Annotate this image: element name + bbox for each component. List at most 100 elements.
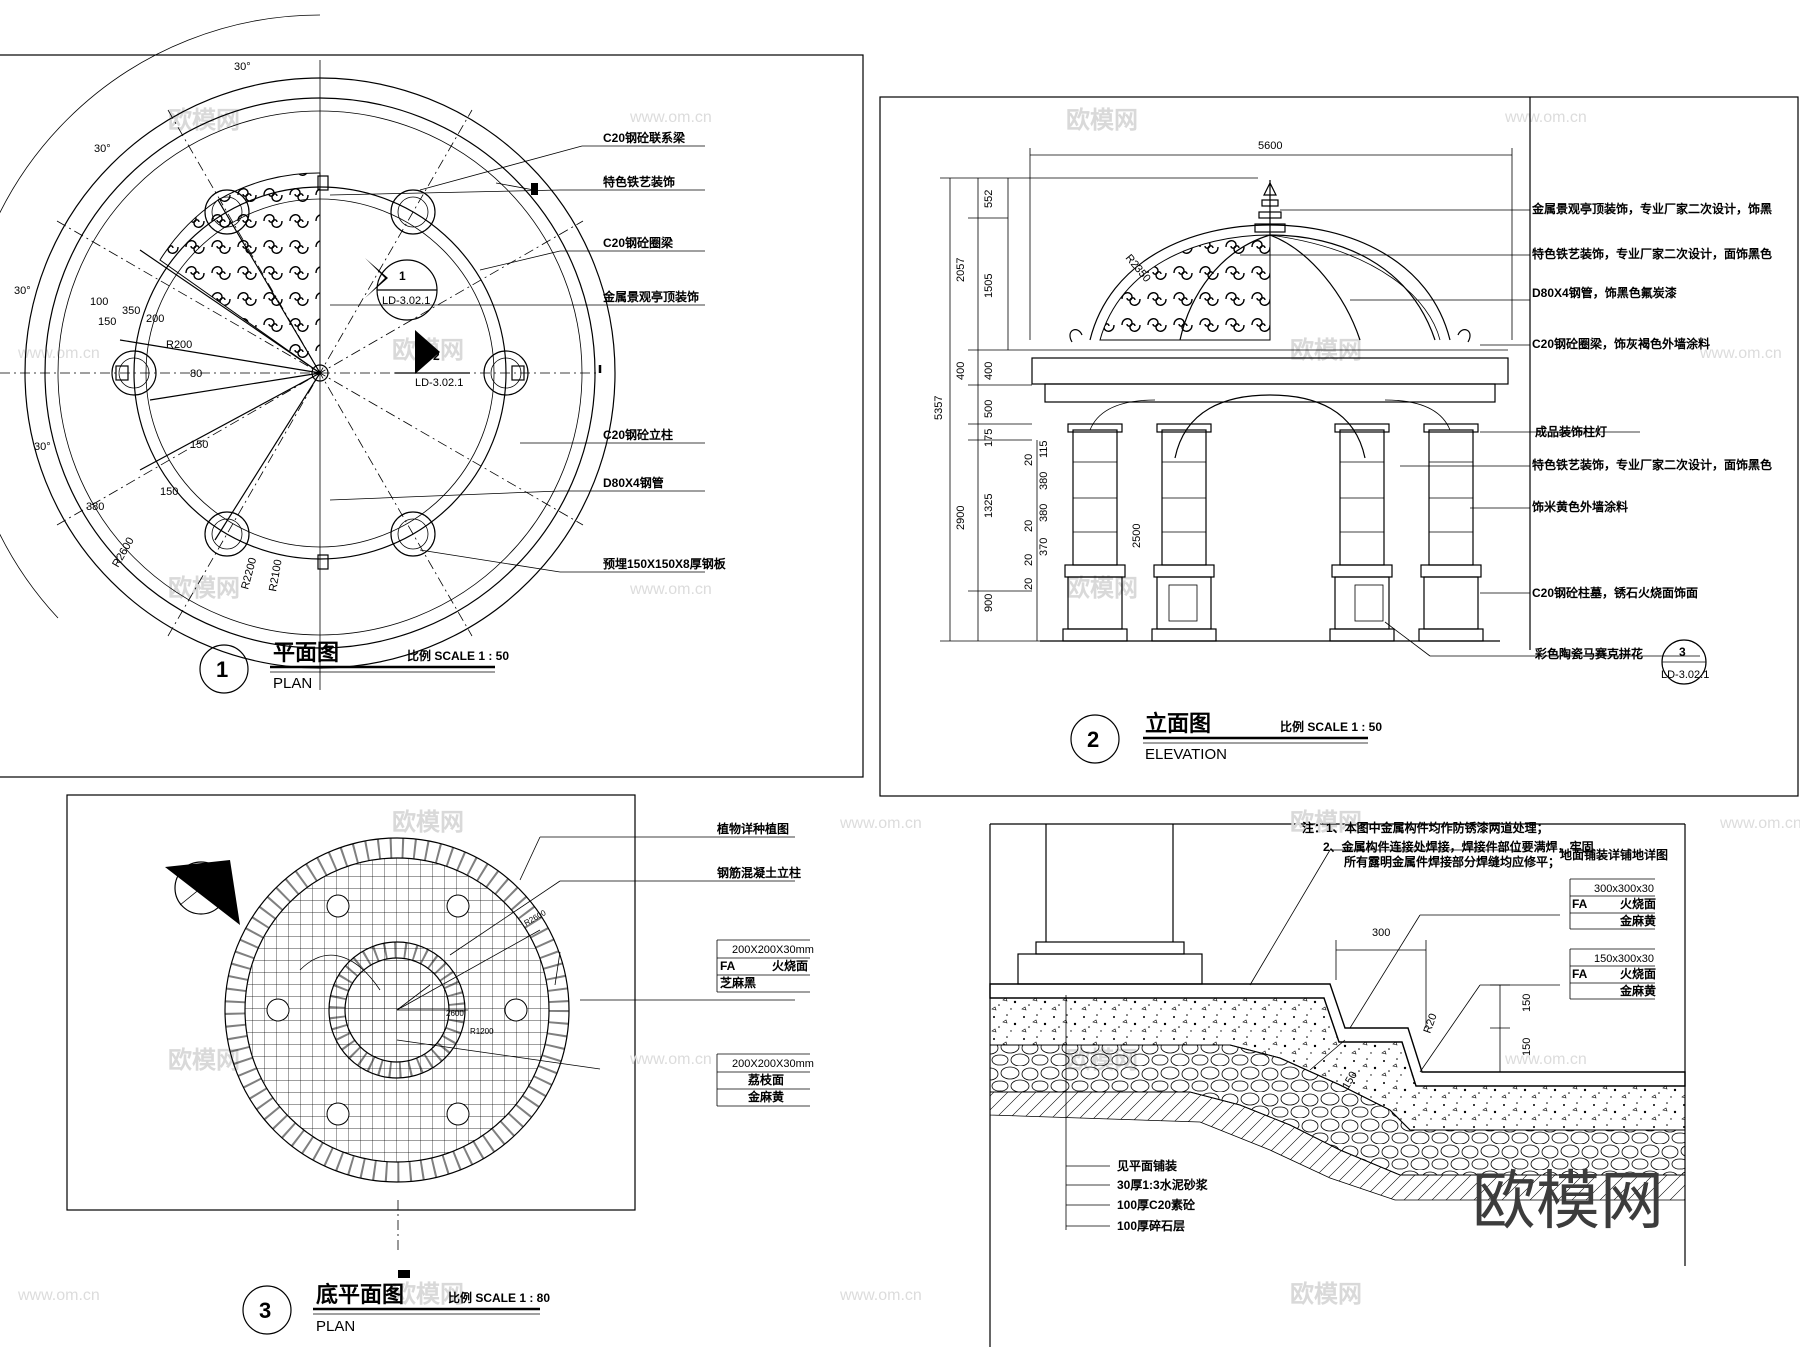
elev-label-4: C20钢砼圈梁，饰灰褐色外墙涂料 [1532,336,1710,351]
svg-text:欧模网: 欧模网 [168,106,240,134]
svg-text:150x300x30: 150x300x30 [1594,953,1654,965]
svg-text:www.om.cn: www.om.cn [839,815,922,832]
elevation-callout: 3 LD-3.02.1 [1661,639,1709,685]
svg-text:175: 175 [983,429,995,447]
svg-text:www.om.cn: www.om.cn [1504,109,1587,126]
svg-text:30°: 30° [234,61,251,73]
svg-text:LD-3.02.1: LD-3.02.1 [1661,669,1709,681]
svg-text:FA: FA [1572,967,1588,981]
svg-text:150: 150 [190,439,208,451]
base-plan-drawing [165,837,601,1278]
svg-text:比例 SCALE 1 : 80: 比例 SCALE 1 : 80 [448,1290,550,1305]
svg-text:www.om.cn: www.om.cn [17,1287,100,1304]
detail-notes: 注：1、本图中金属构件均作防锈漆两道处理； 2、金属构件连接处焊接，焊接件部位要… [1302,820,1668,869]
svg-text:1325: 1325 [983,494,995,518]
svg-text:欧模网: 欧模网 [392,1280,464,1308]
svg-text:ELEVATION: ELEVATION [1145,746,1227,763]
svg-text:PLAN: PLAN [316,1318,355,1335]
svg-text:3: 3 [1679,645,1686,659]
svg-text:150: 150 [1521,994,1533,1012]
svg-text:www.om.cn: www.om.cn [629,109,712,126]
svg-text:www.om.cn: www.om.cn [629,1051,712,1068]
elevation-drawing [940,97,1531,650]
plan-frame [0,54,864,778]
detail-material-box-1: 300x300x30 FA 火烧面 金麻黄 [1569,878,1656,930]
svg-text:100厚C20素砼: 100厚C20素砼 [1117,1197,1196,1212]
svg-text:欧模网: 欧模网 [392,808,464,836]
svg-text:150: 150 [160,486,178,498]
svg-text:金麻黄: 金麻黄 [747,1089,784,1104]
svg-text:FA: FA [720,959,736,973]
plan-label-1: C20钢砼联系梁 [603,130,685,145]
brand-watermark: 欧模网 [1472,1165,1664,1239]
svg-text:R1200: R1200 [470,1027,494,1036]
svg-text:金麻黄: 金麻黄 [1619,983,1656,998]
svg-text:立面图: 立面图 [1145,711,1211,736]
base-material-box-1: 200X200X30mm FA 火烧面 芝麻黑 [716,939,814,993]
svg-text:200X200X30mm: 200X200X30mm [732,944,814,956]
svg-text:350: 350 [122,305,140,317]
svg-text:R2200: R2200 [239,556,259,590]
svg-text:2500: 2500 [1131,524,1143,548]
elevation-frame [879,96,1799,797]
svg-text:比例 SCALE 1 : 50: 比例 SCALE 1 : 50 [1280,719,1382,734]
elev-label-2: 特色铁艺装饰，专业厂家二次设计，面饰黑色 [1532,246,1772,261]
svg-text:380: 380 [1038,472,1050,490]
svg-text:150: 150 [1521,1038,1533,1056]
svg-text:火烧面: 火烧面 [772,958,808,973]
svg-text:200: 200 [146,313,164,325]
svg-text:552: 552 [983,190,995,208]
svg-text:欧模网: 欧模网 [168,1046,240,1074]
elevation-dims: 5600 R2350 552 1505 2057 400 400 500 175… [933,140,1282,612]
svg-text:注：1、本图中金属构件均作防锈漆两道处理；: 注：1、本图中金属构件均作防锈漆两道处理； [1302,820,1549,835]
svg-text:R2100: R2100 [267,559,284,593]
svg-text:www.om.cn: www.om.cn [629,581,712,598]
svg-text:30厚1:3水泥砂浆: 30厚1:3水泥砂浆 [1117,1177,1209,1192]
plan-label-3: C20钢砼圈梁 [603,235,673,250]
elev-label-9: 彩色陶瓷马赛克拼花 [1534,646,1643,661]
detail-drawing [989,824,1686,1230]
svg-text:500: 500 [983,400,995,418]
plan-title: 1 平面图 PLAN 比例 SCALE 1 : 50 [199,640,509,694]
plan-label-5: C20钢砼立柱 [603,427,673,442]
svg-text:20: 20 [1023,578,1035,590]
svg-text:300: 300 [1372,927,1390,939]
svg-text:FA: FA [1572,897,1588,911]
svg-text:www.om.cn: www.om.cn [839,1287,922,1304]
svg-text:见平面铺装: 见平面铺装 [1117,1158,1177,1173]
svg-text:100厚碎石层: 100厚碎石层 [1117,1218,1185,1233]
svg-text:欧模网: 欧模网 [168,574,240,602]
svg-text:20: 20 [1023,520,1035,532]
svg-text:20: 20 [1023,454,1035,466]
detail-layers: 见平面铺装 30厚1:3水泥砂浆 100厚C20素砼 100厚碎石层 [1117,1158,1209,1233]
svg-text:100: 100 [90,296,108,308]
elevation-leaders [1240,209,1700,657]
svg-text:R2600: R2600 [523,908,548,928]
elev-label-6: 特色铁艺装饰，专业厂家二次设计，面饰黑色 [1532,457,1772,472]
detail-material-box-2: 150x300x30 FA 火烧面 金麻黄 [1569,948,1656,1000]
svg-text:欧模网: 欧模网 [1066,106,1138,134]
base-plan-frame [66,794,636,1211]
svg-text:欧模网: 欧模网 [1290,1280,1362,1308]
plan-label-6: D80X4钢管 [603,475,664,490]
svg-text:30°: 30° [94,143,111,155]
svg-text:火烧面: 火烧面 [1620,966,1656,981]
svg-text:地面铺装详铺地详图: 地面铺装详铺地详图 [1560,847,1668,862]
svg-text:150: 150 [98,316,116,328]
svg-text:5600: 5600 [1258,140,1282,152]
plan-section-1-num: 1 [399,269,406,283]
svg-text:底平面图: 底平面图 [316,1282,404,1307]
elev-label-7: 饰米黄色外墙涂料 [1532,499,1628,514]
svg-text:2900: 2900 [955,506,967,530]
svg-text:1505: 1505 [983,274,995,298]
svg-text:1: 1 [216,657,228,682]
svg-text:370: 370 [1038,538,1050,556]
svg-text:115: 115 [1038,440,1050,458]
svg-text:80: 80 [190,368,202,380]
elev-label-1: 金属景观亭顶装饰，专业厂家二次设计，饰黑 [1531,201,1772,216]
svg-text:400: 400 [955,362,967,380]
plan-label-4: 金属景观亭顶装饰 [602,289,699,304]
elev-label-8: C20钢砼柱墓，锈石火烧面饰面 [1532,585,1698,600]
svg-text:比例 SCALE 1 : 50: 比例 SCALE 1 : 50 [407,648,509,663]
